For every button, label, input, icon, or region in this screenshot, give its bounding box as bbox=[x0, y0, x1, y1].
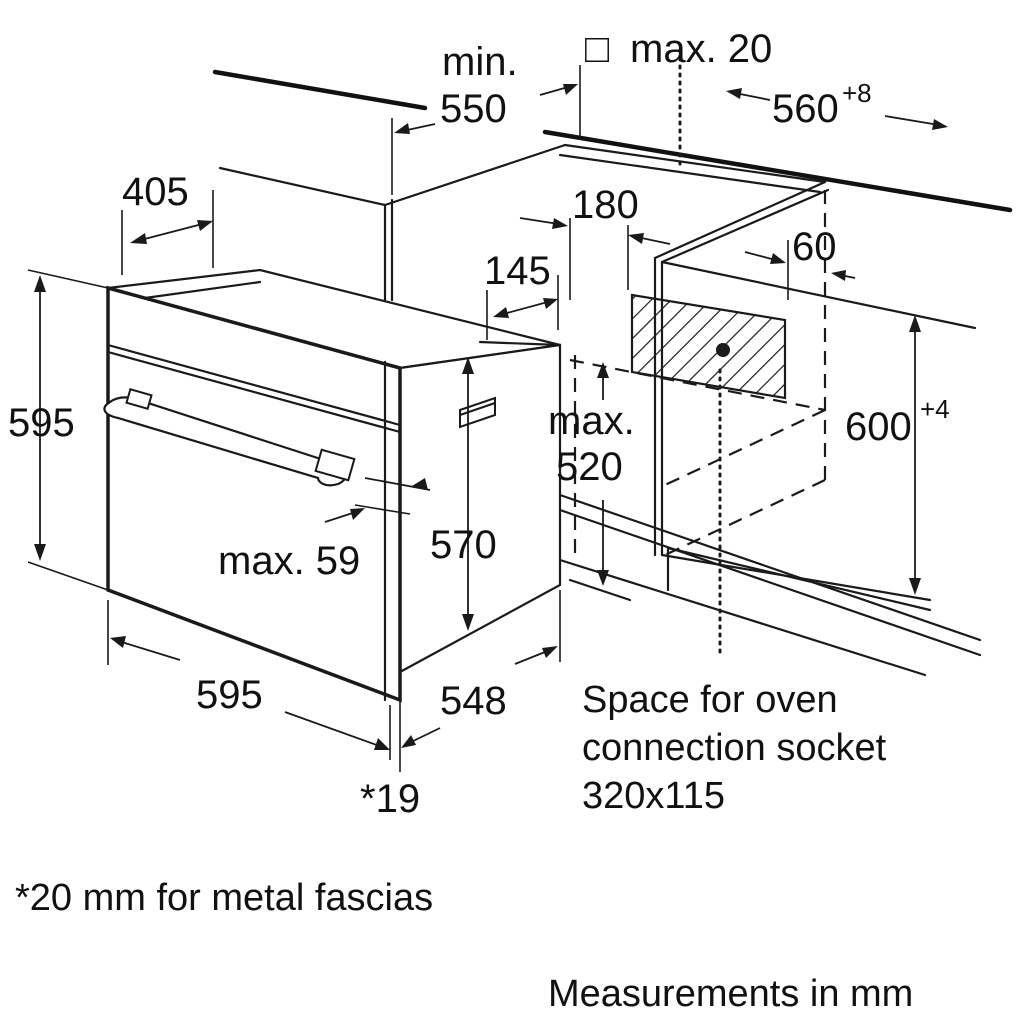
oven bbox=[103, 268, 562, 703]
niche-back-dashed-1 bbox=[664, 409, 826, 486]
cabinet-niche bbox=[212, 48, 1013, 677]
niche-floor-line-1 bbox=[558, 493, 982, 642]
left-worktop-edge bbox=[212, 69, 428, 111]
label-w595: 595 bbox=[196, 673, 263, 717]
label-h595: 595 bbox=[8, 401, 75, 445]
niche-back-dashed-2 bbox=[664, 479, 826, 556]
socket-note-line-2: connection socket bbox=[582, 727, 887, 769]
niche-top-back bbox=[563, 143, 827, 184]
dimension-labels: min. 550 □ max. 20 560 +8 405 180 145 60… bbox=[8, 27, 950, 821]
label-570: 570 bbox=[430, 523, 497, 567]
oven-side bbox=[398, 343, 562, 674]
right-panel-top-inner bbox=[660, 188, 830, 264]
label-405: 405 bbox=[122, 170, 189, 214]
right-panel-side-top bbox=[660, 260, 977, 330]
units-note: Measurements in mm bbox=[548, 973, 913, 1015]
label-min: min. bbox=[442, 40, 518, 84]
label-550: 550 bbox=[440, 87, 507, 131]
label-560: 560 bbox=[772, 87, 839, 131]
label-145: 145 bbox=[484, 249, 551, 293]
dim-line-w595-right bbox=[284, 711, 386, 749]
dim-line-59 bbox=[364, 477, 431, 491]
label-600: 600 bbox=[845, 405, 912, 449]
right-worktop-edge bbox=[542, 129, 1013, 213]
right-panel-bottom-2 bbox=[666, 546, 932, 612]
niche-top-left bbox=[383, 143, 567, 207]
label-max-59: max. 59 bbox=[218, 539, 360, 583]
footnote: *20 mm for metal fascias bbox=[15, 877, 433, 919]
socket-note-line-1: Space for oven bbox=[582, 679, 838, 721]
label-548: 548 bbox=[440, 679, 507, 723]
control-panel-bottom bbox=[106, 350, 402, 434]
handle-mount-left bbox=[125, 388, 153, 410]
label-560-tolerance: +8 bbox=[842, 78, 872, 108]
oven-top-edge bbox=[143, 280, 262, 300]
handle-mount-right bbox=[314, 448, 356, 482]
niche-back-dashed-3 bbox=[569, 358, 826, 412]
control-panel-bottom-2 bbox=[106, 343, 402, 427]
niche-floor-line-2 bbox=[558, 508, 982, 657]
label-max520-b: 520 bbox=[556, 445, 623, 489]
dim-line-w595-left bbox=[114, 639, 181, 661]
niche-floor-line-3 bbox=[558, 558, 927, 677]
niche-top-back-inner bbox=[558, 153, 822, 194]
dimension-lines bbox=[27, 65, 948, 772]
right-panel-top bbox=[653, 180, 827, 260]
label-19: *19 bbox=[360, 777, 420, 821]
label-600-tolerance: +4 bbox=[920, 394, 950, 424]
niche-floor-front bbox=[568, 578, 632, 602]
socket-note: Space for oven connection socket 320x115 bbox=[582, 679, 887, 817]
socket-note-line-3: 320x115 bbox=[582, 775, 725, 817]
label-square-icon: □ bbox=[585, 27, 609, 71]
side-vent-slot bbox=[458, 401, 497, 417]
socket-space-hatch bbox=[630, 293, 787, 400]
label-60: 60 bbox=[792, 225, 837, 269]
label-max-20: max. 20 bbox=[630, 27, 772, 71]
label-max520-a: max. bbox=[548, 399, 635, 443]
oven-rear-top bbox=[478, 340, 562, 347]
socket-point bbox=[716, 343, 730, 357]
niche-left-top bbox=[218, 166, 387, 207]
label-180: 180 bbox=[572, 183, 639, 227]
